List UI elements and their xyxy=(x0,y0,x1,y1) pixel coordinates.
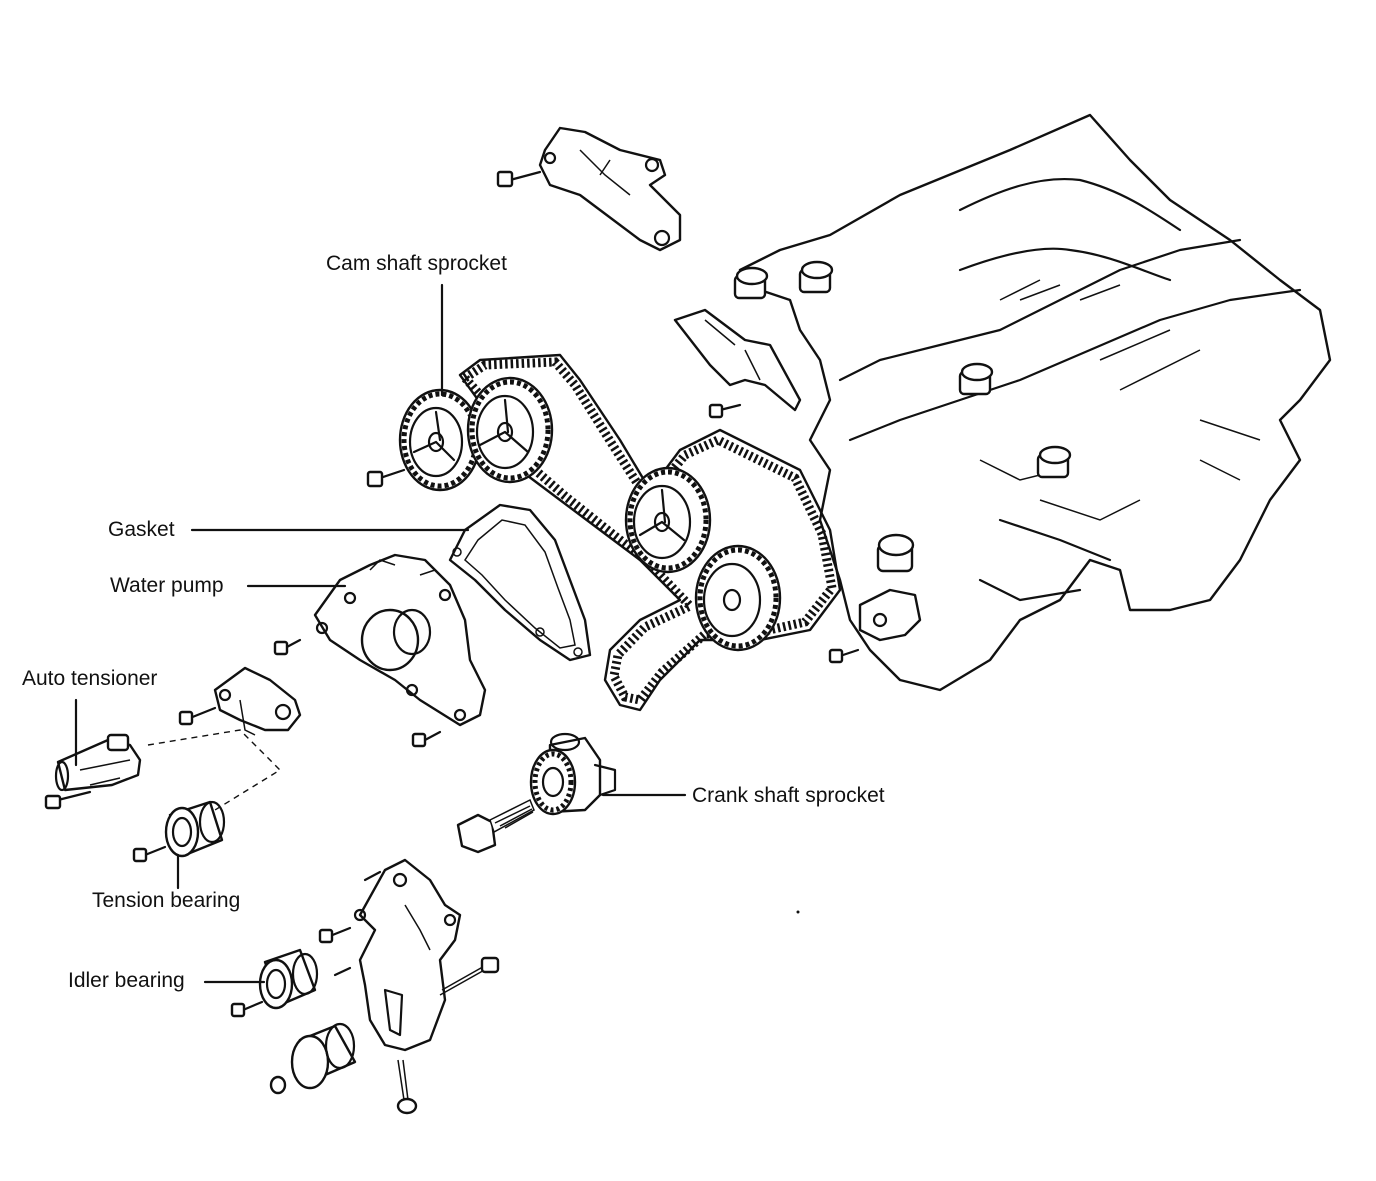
crank-sprocket xyxy=(529,732,617,816)
upper-bracket xyxy=(538,126,682,252)
leader-lines xyxy=(74,283,687,984)
gasket xyxy=(448,503,592,662)
middle-bracket-bolt xyxy=(708,403,742,419)
timing-belt xyxy=(458,353,842,712)
lower-bracket-vertical-bolt xyxy=(396,1059,418,1115)
label-cam-shaft-sprocket: Cam shaft sprocket xyxy=(326,252,507,275)
crank-bolt xyxy=(456,798,535,854)
tension-bearing xyxy=(132,800,226,863)
lower-idler-pulley xyxy=(269,1022,357,1095)
lower-bracket-small-bolt xyxy=(318,926,352,944)
tensioner-arm xyxy=(178,666,302,736)
right-lower-bracket xyxy=(828,588,922,664)
label-auto-tensioner: Auto tensioner xyxy=(22,667,158,690)
water-pump xyxy=(313,553,487,727)
lower-bracket-long-bolt xyxy=(439,956,500,996)
cam-sprocket-bolt xyxy=(366,468,406,488)
label-gasket: Gasket xyxy=(108,518,175,541)
cam-sprocket-3 xyxy=(624,466,712,574)
lower-bracket xyxy=(333,858,462,1052)
speck xyxy=(796,910,800,914)
tensioner-dashed-lines xyxy=(147,729,282,811)
upper-bracket-bolt xyxy=(496,170,542,188)
label-tension-bearing: Tension bearing xyxy=(92,889,241,912)
engine-block xyxy=(733,113,1332,692)
cam-sprocket-4 xyxy=(694,544,782,652)
label-idler-bearing: Idler bearing xyxy=(68,969,185,992)
middle-bracket xyxy=(673,308,802,412)
idler-bearing xyxy=(230,948,319,1018)
label-water-pump: Water pump xyxy=(110,574,224,597)
label-crank-shaft-sprocket: Crank shaft sprocket xyxy=(692,784,885,807)
water-pump-bolts xyxy=(273,638,442,748)
cam-sprocket-2 xyxy=(466,376,554,484)
auto-tensioner xyxy=(44,733,142,810)
